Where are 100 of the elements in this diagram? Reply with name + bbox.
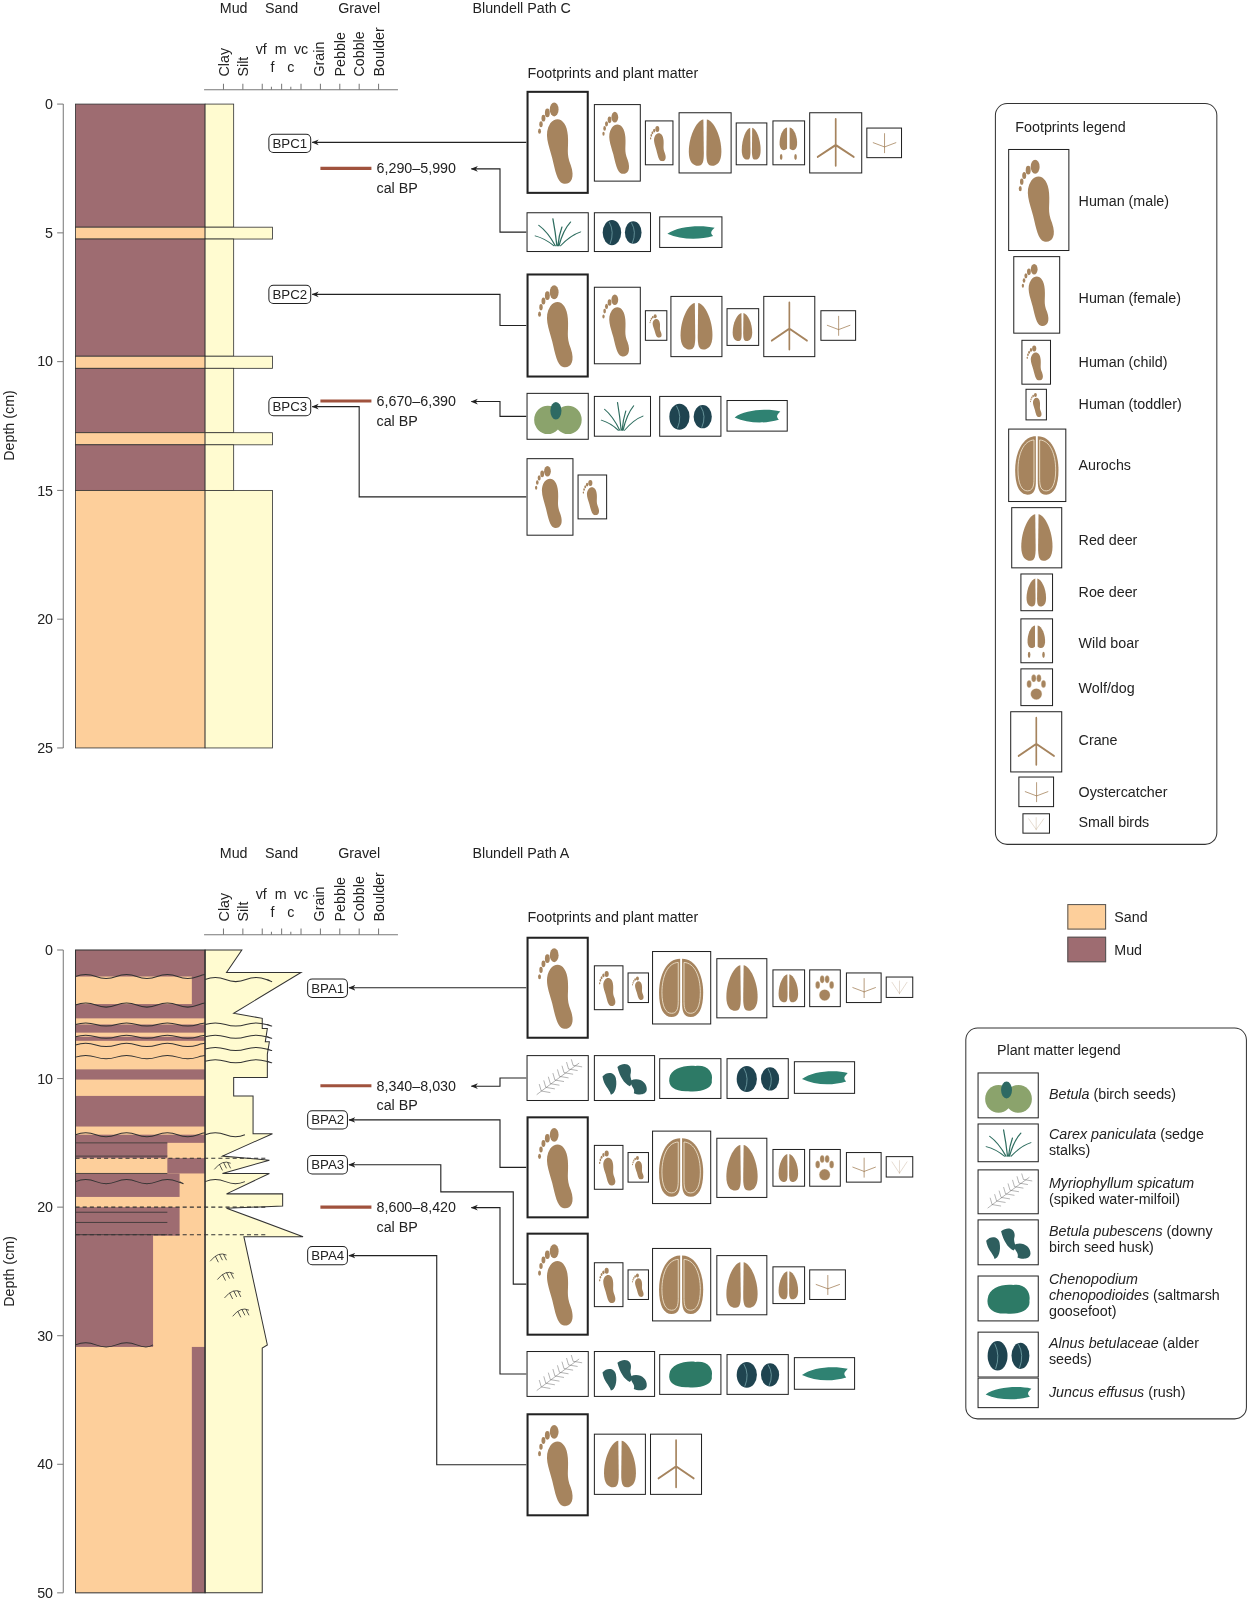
connector-arrow <box>470 1204 528 1375</box>
section-heading: Footprints and plant matter <box>527 909 699 926</box>
bird-footprint-icon <box>885 1156 914 1178</box>
bird-footprint-icon <box>809 1269 846 1300</box>
grain-class-label: Gravel <box>338 0 381 17</box>
grain-size-label: vf <box>255 40 267 58</box>
human-footprint-icon <box>526 1116 589 1219</box>
legend-label: Betula (birch seeds) <box>1048 1085 1178 1103</box>
hoofprint-icon <box>772 1148 806 1187</box>
tick-label: 0 <box>45 95 54 113</box>
hoofprint-icon <box>678 112 732 174</box>
grain-size-label: Clay <box>215 47 232 77</box>
grain-size-label: Silt <box>234 901 251 922</box>
human-footprint-icon <box>526 90 589 194</box>
human-footprint-icon <box>526 1413 589 1517</box>
human-footprint-icon <box>526 273 589 378</box>
date-label: 8,340–8,030 cal BP <box>376 1076 471 1116</box>
seed-icon <box>726 1354 789 1395</box>
tick-label: 20 <box>37 611 54 628</box>
bird-footprint-icon <box>763 295 816 358</box>
legend-label: Carex paniculata (sedge stalks) <box>1048 1125 1205 1159</box>
connector-arrow <box>348 984 528 991</box>
human-footprint-icon <box>644 310 668 341</box>
axis-title: Depth (cm) <box>1 1236 18 1307</box>
connector-arrow <box>311 403 528 498</box>
leaf-icon <box>659 1058 722 1099</box>
human-footprint-icon <box>627 1152 649 1183</box>
grain-size-label: Silt <box>234 56 251 77</box>
hoofprint-icon <box>670 295 723 358</box>
axis-title: Depth (cm) <box>1 390 18 461</box>
legend-label: Human (female) <box>1078 289 1181 307</box>
sample-label: BPC1 <box>268 133 312 154</box>
legend-label: Human (child) <box>1078 354 1168 371</box>
sample-label: BPC3 <box>268 396 312 417</box>
human-footprint-icon <box>593 1262 624 1308</box>
legend-label: Human (toddler) <box>1078 395 1182 413</box>
tick-label: 15 <box>37 482 54 499</box>
hoofprint-icon <box>772 969 806 1008</box>
human-footprint-icon <box>593 965 624 1011</box>
tick-label: 25 <box>37 739 54 757</box>
seed-husk-icon <box>593 1351 656 1397</box>
tick-label: 20 <box>37 1198 54 1216</box>
seed-icon <box>659 395 722 437</box>
grain-size-label: Boulder <box>370 872 387 922</box>
tick-label: 10 <box>37 353 54 370</box>
hoofprint-icon <box>735 122 768 166</box>
tick-label: 30 <box>37 1327 54 1344</box>
bird-footprint-icon <box>885 976 914 998</box>
grain-class-label: Mud <box>219 844 248 862</box>
grain-size-label: Pebble <box>331 32 348 77</box>
bird-footprint-icon <box>820 310 857 341</box>
feathery-leaf-icon <box>526 1055 589 1101</box>
legend-title: Footprints legend <box>1015 118 1126 135</box>
hoofprint-icon <box>652 951 712 1025</box>
legend-label: Crane <box>1078 731 1118 748</box>
legend-label: Wolf/dog <box>1078 679 1135 696</box>
legend-label: Mud <box>1114 941 1143 959</box>
paw-print-icon <box>809 969 841 1008</box>
leaf-icon <box>793 1357 856 1390</box>
grain-size-label: Cobble <box>351 31 368 77</box>
hoofprint-icon <box>716 958 768 1019</box>
grain-size-label: Clay <box>215 892 232 922</box>
leaf-icon <box>659 216 723 248</box>
grain-size-label: Cobble <box>351 876 368 922</box>
tick-label: 50 <box>37 1584 54 1600</box>
bird-footprint-icon <box>866 127 903 159</box>
grass-icon <box>593 395 651 437</box>
section-title: Blundell Path C <box>472 0 571 17</box>
legend-label: Roe deer <box>1078 583 1138 600</box>
legend-label: Myriophyllum spicatum (spiked water-milfoil) <box>1048 1174 1196 1208</box>
leaf-icon <box>659 1354 722 1395</box>
grain-class-label: Sand <box>264 0 299 17</box>
date-label: 6,670–6,390 cal BP <box>376 391 471 431</box>
bird-footprint-icon <box>845 972 882 1004</box>
hoofprint-icon <box>652 1247 712 1322</box>
hoofprint-icon <box>593 1433 646 1495</box>
grain-class-label: Sand <box>264 844 299 862</box>
sample-label: BPC2 <box>268 284 312 305</box>
legend-label: Juncus effusus (rush) <box>1048 1383 1187 1400</box>
grain-size-label: f <box>270 59 275 76</box>
sample-label: BPA4 <box>307 1245 349 1266</box>
grain-size-label: c <box>287 904 295 921</box>
connector-arrow <box>348 1252 528 1466</box>
human-footprint-icon <box>577 474 608 520</box>
human-footprint-icon <box>526 1232 589 1336</box>
human-footprint-icon <box>526 936 589 1039</box>
grain-size-label: m <box>274 40 287 58</box>
grain-size-label: vc <box>293 40 309 58</box>
human-footprint-icon <box>644 120 674 166</box>
leaf-icon <box>726 400 788 432</box>
leaf-icon <box>793 1061 856 1094</box>
grain-size-label: Grain <box>311 41 328 77</box>
seed-icon <box>726 1058 789 1099</box>
section-heading: Footprints and plant matter <box>527 64 699 81</box>
sample-label: BPA2 <box>307 1110 349 1130</box>
human-footprint-icon <box>627 972 649 1004</box>
grain-size-label: vc <box>293 885 309 903</box>
connector-arrow <box>348 1161 528 1285</box>
connector-arrow <box>470 166 528 233</box>
human-footprint-icon <box>593 104 641 182</box>
